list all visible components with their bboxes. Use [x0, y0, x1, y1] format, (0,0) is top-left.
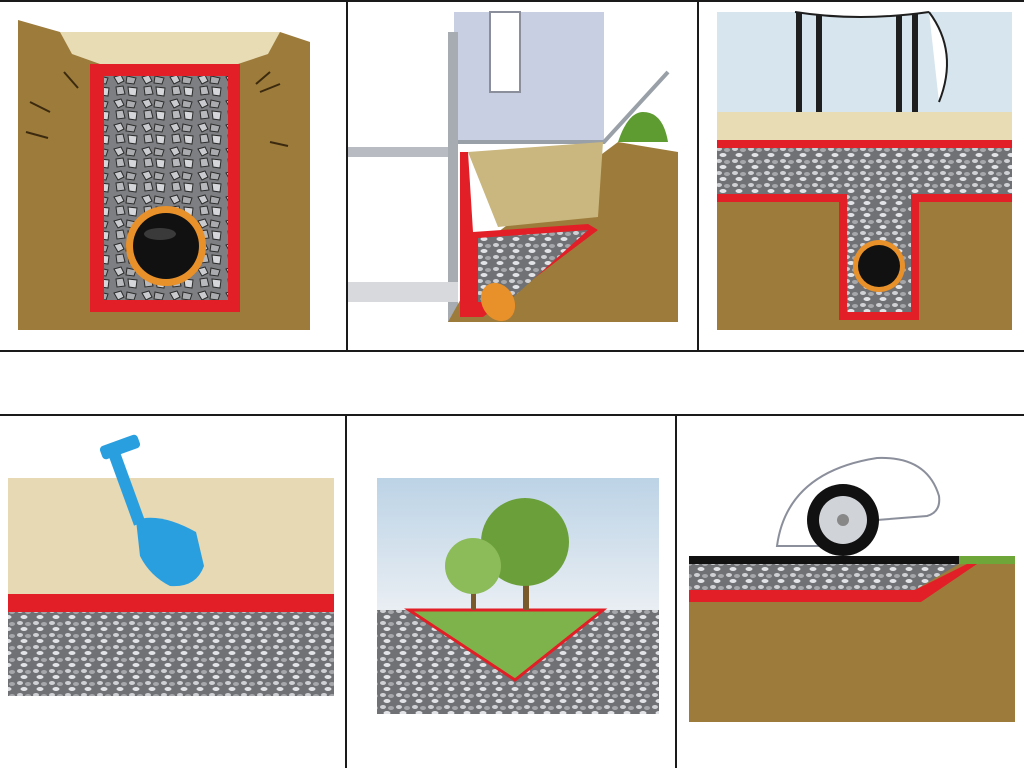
wall-icon	[454, 12, 604, 142]
pipe-icon	[133, 213, 199, 279]
driveway-illustration	[689, 456, 1015, 722]
panel-driveway	[677, 416, 1024, 768]
row1-bottom-line	[0, 350, 1024, 352]
row2-divider-2	[675, 414, 677, 768]
car-icon	[775, 456, 941, 556]
panel-horse-paddock	[699, 2, 1024, 350]
sand-separation-illustration	[8, 434, 334, 696]
row1-divider-1	[346, 0, 348, 352]
bush-icon	[618, 112, 668, 142]
trench-drain-illustration	[18, 20, 310, 330]
tree-icon	[445, 498, 569, 610]
row1-divider-2	[697, 0, 699, 352]
panel-trench-drain	[0, 2, 346, 350]
panel-sand-separation	[0, 416, 345, 768]
row2-top-line	[0, 414, 1024, 416]
pipe-icon	[858, 245, 900, 287]
panel-foundation-drainage	[348, 2, 697, 350]
panel-landscape-swale	[347, 416, 675, 768]
horse-icon	[796, 12, 918, 112]
horse-paddock-illustration	[717, 11, 1012, 330]
shovel-icon	[99, 434, 204, 587]
row2-divider-1	[345, 414, 347, 768]
landscape-swale-illustration	[377, 478, 659, 714]
foundation-drainage-illustration	[348, 11, 678, 322]
pipe-icon	[480, 282, 516, 322]
top-border-line	[0, 0, 1024, 2]
